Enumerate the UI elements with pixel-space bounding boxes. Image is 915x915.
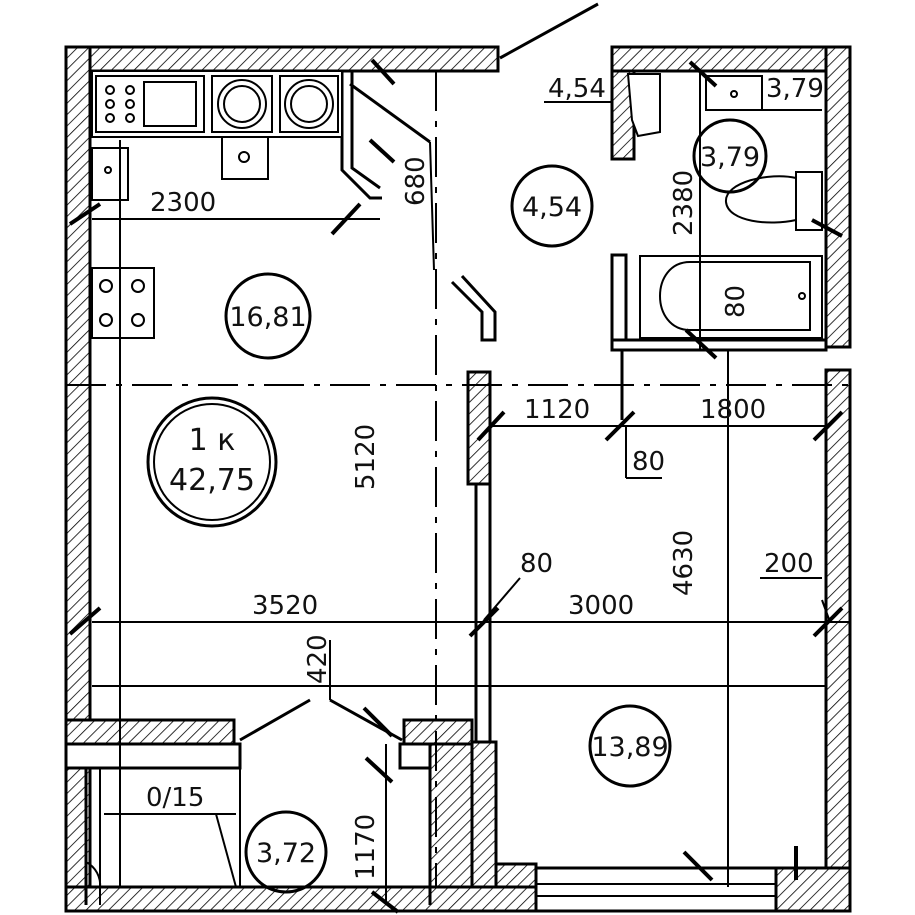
wall-bedroom-mid — [474, 482, 492, 744]
wall-balcony-right — [402, 718, 474, 746]
kitchen-area-label: 16,81 — [229, 302, 306, 333]
fridge-icon — [91, 147, 129, 201]
balcony-door-left — [239, 698, 311, 742]
apartment-total-circle — [146, 396, 278, 528]
wall-balcony-post — [398, 742, 432, 770]
washing-machine-icon — [211, 75, 273, 133]
wall-balcony-top — [64, 718, 236, 746]
dim-3000: 3000 — [568, 591, 634, 621]
dim-1170: 1170 — [351, 814, 381, 880]
dim-1120: 1120 — [524, 395, 590, 425]
kitchen-area-circle — [224, 272, 312, 360]
dim-4630: 4630 — [669, 530, 699, 596]
toilet-icon — [724, 175, 797, 224]
dim-3520: 3520 — [252, 591, 318, 621]
dim-80-door: 80 — [520, 549, 553, 579]
hob-icon — [91, 267, 155, 339]
wall-bottom-right — [774, 866, 852, 913]
kitchen-fixtures — [91, 70, 343, 339]
balcony-area-label: 3,72 — [256, 838, 316, 869]
balcony-area-circle — [244, 810, 328, 894]
dim-1800: 1800 — [700, 395, 766, 425]
bathroom-fixtures — [626, 73, 823, 339]
hall-area-circle — [510, 164, 594, 248]
dim-5120: 5120 — [351, 424, 381, 490]
outer-walls — [64, 45, 852, 913]
bedroom-area-circle — [588, 704, 672, 788]
area-markers: 16,81 1 к 42,75 4,54 3,79 13,89 3,72 — [146, 118, 768, 894]
dimension-ticks — [68, 58, 844, 914]
bathroom-area-circle — [692, 118, 768, 194]
wall-balcony-ledge — [64, 742, 242, 770]
bedroom-window — [534, 866, 778, 913]
dim-420: 420 — [303, 634, 333, 684]
dim-680: 680 — [401, 156, 431, 206]
interior-walls — [64, 69, 828, 905]
dim-0-15: 0/15 — [146, 783, 204, 813]
dim-2380: 2380 — [669, 170, 699, 236]
dim-200: 200 — [764, 549, 814, 579]
wall-top-right — [610, 45, 852, 73]
wall-bedroom-bottom-left — [494, 862, 538, 889]
sink-icon — [221, 136, 269, 180]
hall-corner-label: 4,54 — [548, 74, 606, 104]
wall-right-lower — [824, 368, 852, 913]
bathroom-area-label: 3,79 — [700, 142, 760, 173]
apartment-total-area-label: 42,75 — [169, 463, 255, 498]
entrance-door — [499, 2, 599, 60]
dimension-labels: 2300 680 2380 80 1120 1800 80 5120 4630 … — [146, 156, 814, 880]
wall-top-left — [64, 45, 500, 73]
washbasin-icon — [705, 75, 763, 111]
hall-area-label: 4,54 — [522, 192, 582, 223]
wall-bath-lower — [610, 253, 628, 349]
shower-cabinet-icon — [626, 73, 661, 138]
wall-right-upper — [824, 45, 852, 349]
bedroom-area-label: 13,89 — [591, 732, 668, 763]
dim-80-bath: 80 — [721, 285, 751, 318]
axis-lines — [66, 71, 850, 905]
kitchen-door — [349, 82, 431, 144]
washing-machine-2-icon — [279, 75, 339, 133]
bathroom-corner-label: 3,79 — [766, 74, 824, 104]
apartment-rooms-label: 1 к — [189, 423, 236, 458]
corner-labels: 4,54 3,79 — [544, 74, 824, 111]
wall-bedroom-left-lower2 — [470, 740, 498, 889]
dim-2300: 2300 — [150, 188, 216, 218]
dim-80-mid: 80 — [632, 447, 665, 477]
wall-bath-bottom — [610, 338, 828, 352]
